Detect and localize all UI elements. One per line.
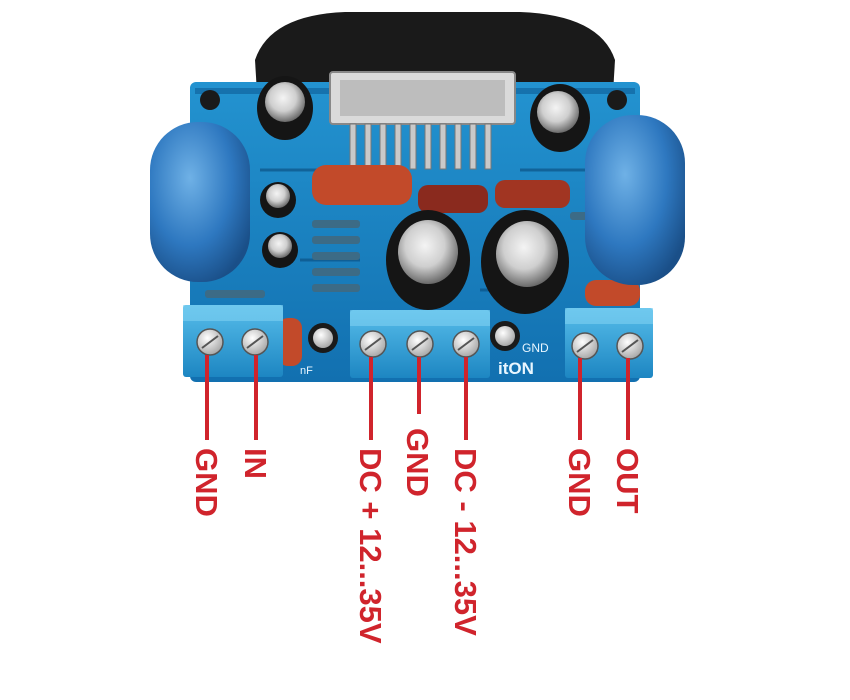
film-capacitor — [585, 280, 640, 306]
pin-label-out: OUT — [610, 448, 645, 514]
film-capacitor — [278, 318, 302, 366]
mounting-hole — [607, 90, 627, 110]
small-capacitor — [262, 232, 298, 268]
electrolytic-capacitor — [481, 210, 569, 314]
terminal-block-output — [565, 308, 653, 378]
electrolytic-capacitor — [530, 84, 590, 152]
pin-label-dc-minus: DC - 12...35V — [448, 448, 483, 636]
pin-label-dc-plus: DC + 12...35V — [353, 448, 388, 644]
film-capacitor — [418, 185, 488, 213]
lead-line — [369, 357, 373, 440]
lead-line — [417, 357, 421, 414]
film-capacitor — [312, 165, 412, 205]
pin-label-gnd-output: GND — [562, 448, 597, 517]
pin-label-in: IN — [238, 448, 273, 479]
x-capacitor-left — [150, 122, 250, 282]
electrolytic-capacitor — [386, 210, 470, 310]
silkscreen-gnd: GND — [522, 341, 549, 355]
lead-line — [254, 355, 258, 440]
x-capacitor-right — [585, 115, 685, 285]
silkscreen-brand: itON — [498, 359, 534, 378]
lead-line — [464, 357, 468, 440]
pin-label-gnd-input: GND — [189, 448, 224, 517]
mounting-hole — [200, 90, 220, 110]
ic-pins — [349, 123, 492, 170]
silkscreen-nf: nF — [300, 365, 313, 377]
lead-line — [626, 358, 630, 440]
terminal-screws — [196, 328, 644, 360]
pin-label-gnd-power: GND — [400, 428, 435, 497]
lead-line — [205, 355, 209, 440]
lead-line — [578, 358, 582, 440]
film-capacitor — [495, 180, 570, 208]
small-capacitor — [260, 182, 296, 218]
electrolytic-capacitor — [257, 76, 313, 140]
